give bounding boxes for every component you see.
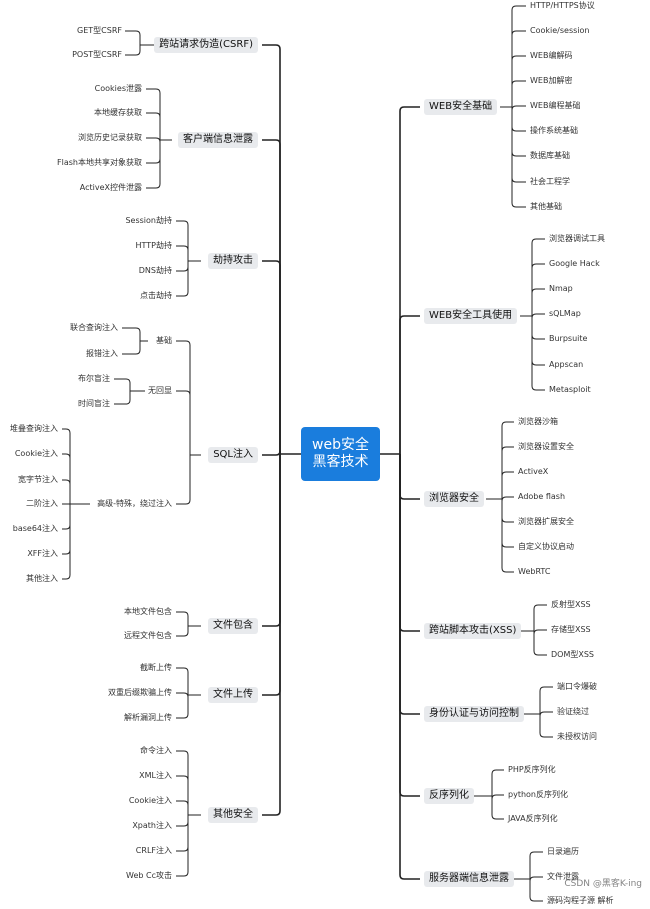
leaf-web-codec[interactable]: WEB编解码 — [530, 51, 573, 60]
leaf-social-engineering[interactable]: 社会工程学 — [530, 177, 570, 186]
leaf-browser-devtools[interactable]: 浏览器调试工具 — [549, 234, 605, 243]
leaf-web-crypto[interactable]: WEB加解密 — [530, 76, 573, 85]
leaf-file-leak[interactable]: 文件泄露 — [547, 872, 579, 881]
leaf-python-deser[interactable]: python反序列化 — [508, 790, 568, 799]
leaf-custom-protocol[interactable]: 自定义协议启动 — [518, 542, 574, 551]
watermark: CSDN @黑客K-ing — [564, 879, 642, 889]
topic-browser-security[interactable]: 浏览器安全 — [424, 491, 484, 507]
leaf-source-leak[interactable]: 源码沟程子源 解析 — [547, 896, 614, 905]
leaf-burpsuite[interactable]: Burpsuite — [549, 334, 588, 343]
leaf-unauthorized-access[interactable]: 未授权访问 — [557, 732, 597, 741]
leaf-java-deser[interactable]: JAVA反序列化 — [508, 814, 558, 823]
leaf-reflected-xss[interactable]: 反射型XSS — [551, 600, 591, 609]
leaf-http-hijack[interactable]: HTTP劫持 — [135, 241, 172, 250]
topic-xss[interactable]: 跨站脚本攻击(XSS) — [424, 623, 522, 639]
leaf-cookies-leak[interactable]: Cookies泄露 — [94, 84, 142, 93]
leaf-os-basics[interactable]: 操作系统基础 — [530, 126, 578, 135]
topic-server-leak[interactable]: 服务器端信息泄露 — [424, 871, 514, 887]
leaf-local-cache[interactable]: 本地缓存获取 — [94, 108, 142, 117]
leaf-cookie-inject-2[interactable]: Cookie注入 — [128, 796, 172, 805]
leaf-parse-vuln-upload[interactable]: 解析漏洞上传 — [124, 713, 172, 722]
topic-web-basics[interactable]: WEB安全基础 — [424, 99, 498, 115]
sql-group-advanced[interactable]: 高级-特殊，绕过注入 — [97, 499, 172, 508]
leaf-double-suffix-upload[interactable]: 双重后缀欺骗上传 — [108, 688, 172, 697]
leaf-php-deser[interactable]: PHP反序列化 — [508, 765, 556, 774]
leaf-xml-inject[interactable]: XML注入 — [139, 771, 172, 780]
leaf-local-include[interactable]: 本地文件包含 — [124, 607, 172, 616]
leaf-activex[interactable]: ActiveX — [518, 467, 549, 476]
leaf-activex-leak[interactable]: ActiveX控件泄露 — [79, 183, 142, 192]
leaf-other-basics[interactable]: 其他基础 — [530, 202, 562, 211]
leaf-nmap[interactable]: Nmap — [549, 284, 573, 293]
leaf-union-inject[interactable]: 联合查询注入 — [70, 323, 118, 332]
leaf-cookie-session[interactable]: Cookie/session — [530, 26, 590, 35]
leaf-history[interactable]: 浏览历史记录获取 — [78, 133, 142, 142]
leaf-time-blind[interactable]: 时间盲注 — [78, 399, 110, 408]
leaf-flash-shared[interactable]: Flash本地共享对象获取 — [57, 158, 142, 167]
leaf-sqlmap[interactable]: sQLMap — [549, 309, 581, 318]
topic-client-leak[interactable]: 客户端信息泄露 — [178, 132, 258, 148]
leaf-second-order-inject[interactable]: 二阶注入 — [26, 499, 58, 508]
leaf-command-inject[interactable]: 命令注入 — [140, 746, 172, 755]
topic-web-tools[interactable]: WEB安全工具使用 — [424, 308, 518, 324]
leaf-xpath-inject[interactable]: Xpath注入 — [132, 821, 172, 830]
leaf-http-https[interactable]: HTTP/HTTPS协议 — [530, 1, 595, 10]
leaf-remote-include[interactable]: 远程文件包含 — [124, 631, 172, 640]
leaf-password-brute[interactable]: 端口令爆破 — [557, 682, 597, 691]
leaf-wide-byte-inject[interactable]: 宽字节注入 — [18, 475, 58, 484]
sql-group-basic[interactable]: 基础 — [156, 336, 172, 345]
leaf-bool-blind[interactable]: 布尔盲注 — [78, 374, 110, 383]
leaf-other-inject[interactable]: 其他注入 — [26, 574, 58, 583]
leaf-cookie-inject[interactable]: Cookie注入 — [14, 449, 58, 458]
topic-auth-access[interactable]: 身份认证与访问控制 — [424, 706, 524, 722]
topic-sqli[interactable]: SQL注入 — [208, 447, 258, 463]
leaf-truncate-upload[interactable]: 截断上传 — [140, 663, 172, 672]
leaf-browser-settings[interactable]: 浏览器设置安全 — [518, 442, 574, 451]
leaf-post-csrf[interactable]: POST型CSRF — [72, 50, 122, 59]
leaf-appscan[interactable]: Appscan — [549, 360, 584, 369]
leaf-get-csrf[interactable]: GET型CSRF — [77, 26, 122, 35]
leaf-xff-inject[interactable]: XFF注入 — [27, 549, 58, 558]
topic-csrf[interactable]: 跨站请求伪造(CSRF) — [154, 37, 258, 53]
leaf-web-programming[interactable]: WEB编程基础 — [530, 101, 581, 110]
leaf-dom-xss[interactable]: DOM型XSS — [551, 650, 594, 659]
central-node[interactable]: web安全 黑客技术 — [301, 427, 380, 481]
leaf-browser-extension[interactable]: 浏览器扩展安全 — [518, 517, 574, 526]
topic-hijack[interactable]: 劫持攻击 — [208, 253, 258, 269]
topic-deserialization[interactable]: 反序列化 — [424, 788, 474, 804]
leaf-web-cc-attack[interactable]: Web Cc攻击 — [126, 871, 172, 880]
leaf-adobe-flash[interactable]: Adobe flash — [518, 492, 566, 501]
leaf-crlf-inject[interactable]: CRLF注入 — [135, 846, 172, 855]
leaf-base64-inject[interactable]: base64注入 — [12, 524, 58, 533]
leaf-error-inject[interactable]: 报错注入 — [86, 349, 118, 358]
leaf-dir-traversal[interactable]: 日录遍历 — [547, 847, 579, 856]
topic-file-upload[interactable]: 文件上传 — [208, 687, 258, 703]
sql-group-blind[interactable]: 无回显 — [148, 386, 172, 395]
topic-file-include[interactable]: 文件包含 — [208, 618, 258, 634]
central-title-line2: 黑客技术 — [312, 454, 369, 470]
leaf-dns-hijack[interactable]: DNS劫持 — [138, 266, 172, 275]
leaf-auth-bypass[interactable]: 验证绕过 — [557, 707, 589, 716]
leaf-stored-xss[interactable]: 存储型XSS — [551, 625, 591, 634]
leaf-db-basics[interactable]: 数据库基础 — [530, 151, 570, 160]
leaf-google-hack[interactable]: Google Hack — [549, 259, 600, 268]
leaf-click-hijack[interactable]: 点击劫持 — [140, 291, 172, 300]
leaf-webrtc[interactable]: WebRTC — [518, 567, 551, 576]
central-title-line1: web安全 — [312, 436, 369, 453]
leaf-browser-sandbox[interactable]: 浏览器沙箱 — [518, 417, 558, 426]
leaf-session-hijack[interactable]: Session劫持 — [125, 216, 172, 225]
leaf-stacked-inject[interactable]: 堆叠查询注入 — [10, 424, 58, 433]
topic-other-security[interactable]: 其他安全 — [208, 807, 258, 823]
leaf-metasploit[interactable]: Metasploit — [549, 385, 591, 394]
